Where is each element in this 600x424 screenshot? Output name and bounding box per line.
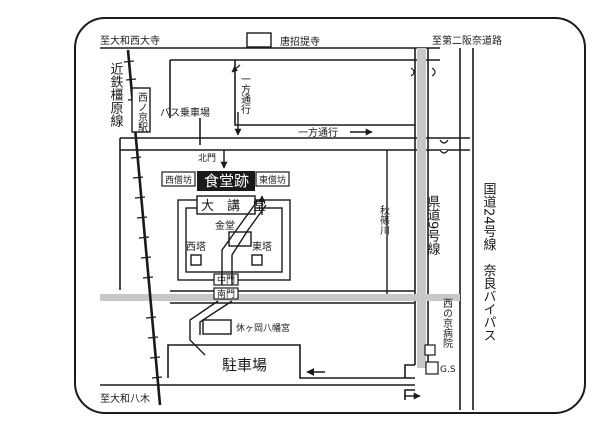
top-left-arrow [231, 64, 241, 73]
east-monks-quarters-box [255, 171, 290, 187]
label-south-gate: 南門 [217, 288, 235, 300]
label-west-monks-quarters: 西僧坊 [165, 174, 192, 186]
grey-road [100, 294, 460, 301]
top-road [100, 47, 440, 61]
prefectural-road-9 [414, 48, 429, 365]
inner-streets [119, 60, 470, 290]
station-box [131, 87, 151, 133]
label-parking: 駐車場 [222, 356, 267, 374]
label-north-gate: 北門 [198, 153, 216, 164]
label-to-daini-hannara-road: 至第二阪奈道路 [432, 34, 502, 47]
label-kintetsu-line: 近鉄橿原線 [108, 62, 124, 127]
label-middle-gate: 中門 [217, 274, 235, 286]
label-gas-station: G.S [440, 365, 456, 375]
label-to-yamato-saidaiji: 至大和西大寺 [100, 34, 160, 47]
break-marks [410, 67, 449, 154]
map-frame [74, 17, 586, 414]
west-monks-quarters-box [161, 171, 196, 187]
label-toshodaiji: 唐招提寺 [280, 35, 320, 48]
label-hachimangu: 休ヶ岡八幡宮 [236, 322, 290, 334]
gas-station-box [425, 361, 439, 375]
south-gate-box [213, 287, 239, 300]
label-golden-hall: 金堂 [215, 219, 235, 232]
access-road [189, 300, 233, 356]
label-hospital: 西の京病院 [441, 298, 453, 349]
hospital-marker [424, 344, 436, 356]
label-dining-hall-site: 食堂跡 [204, 172, 249, 190]
road-9-grey [417, 48, 426, 368]
middle-gate-box [213, 273, 239, 286]
label-route-24: 国道24号線 奈良バイパス [481, 182, 497, 342]
label-west-pagoda: 西塔 [186, 240, 206, 253]
label-bus-stop: バス乗車場 [160, 106, 210, 119]
label-east-pagoda: 東塔 [252, 240, 272, 253]
label-to-yamato-yagi: 至大和八木 [100, 392, 150, 405]
grey-road-edges [170, 290, 415, 304]
label-station: 西ノ京駅 [136, 92, 148, 133]
dining-hall-site-box [197, 171, 255, 191]
label-akishino-river: 秋篠川 [378, 204, 390, 235]
label-lecture-hall: 大 講 堂 [201, 198, 266, 214]
label-prefectural-road-9: 県道9号線 [425, 195, 441, 256]
label-one-way-vertical: 一方通行 [239, 74, 251, 115]
route-24 [459, 48, 474, 410]
label-one-way-horizontal: 一方通行 [298, 126, 338, 139]
label-east-monks-quarters: 東僧坊 [259, 174, 286, 186]
toshodaiji-marker [246, 32, 272, 48]
parking-area [167, 344, 415, 379]
walking-route [221, 199, 267, 285]
